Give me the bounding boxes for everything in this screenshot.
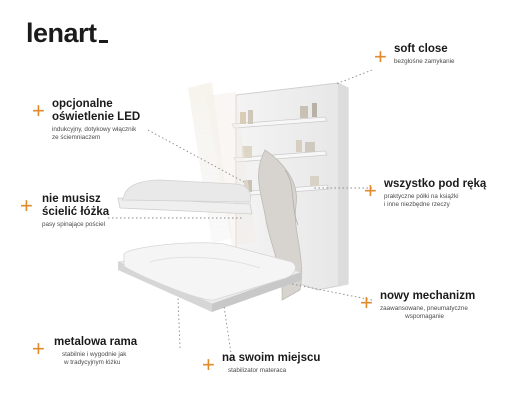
brand-logo: lenart [26,18,108,49]
feature-description-line1: stabilnie i wygodnie jak [62,351,127,358]
feature-description-line1: indukcyjny, dotykowy włącznik [52,126,137,133]
feature-mechanism: + nowy mechanizm zaawansowane, pneumatyc… [360,290,475,321]
plus-icon: + [374,44,387,69]
plus-icon: + [32,98,45,123]
feature-soft-close: + soft close bezgłośne zamykanie [368,43,455,69]
plus-icon: + [20,193,33,218]
plus-icon: + [364,178,377,203]
feature-title: metalowa rama [54,336,138,348]
feature-description-line2: w tradycyjnym łóżku [64,359,121,366]
connector-lines [108,69,373,361]
brand-logo-text: lenart [26,18,97,48]
feature-title: nowy mechanizm [380,290,476,302]
feature-title-line2: ścielić łóżka [42,206,110,218]
feature-title: na swoim miejscu [222,352,321,364]
feature-description-line2: wspomaganie [405,313,445,320]
plus-icon: + [202,352,215,377]
bed-headboard [117,179,253,215]
bed-frame [117,242,304,312]
feature-title-line1: nie musisz [42,193,101,205]
feature-metal-frame: + metalowa rama stabilnie i wygodnie jak… [32,336,137,367]
feature-led-lighting: + opcjonalne oświetlenie LED indukcyjny,… [32,98,140,142]
feature-title-line2: oświetlenie LED [52,111,141,123]
logo-underscore [98,40,108,43]
feature-storage-shelves: + wszystko pod ręką praktyczne półki na … [364,178,486,209]
feature-description: pasy spinające pościel [42,221,106,228]
feature-description-line2: i inne niezbędne rzeczy [384,201,450,208]
feature-description: stabilizator materaca [228,367,287,374]
feature-title-line1: opcjonalne [52,98,113,110]
feature-title: soft close [394,43,448,55]
feature-description-line1: zaawansowane, pneumatyczne [380,305,468,312]
feature-mattress-stabilizer: + na swoim miejscu stabilizator materaca [202,352,321,377]
feature-description-line2: ze ściemniaczem [52,134,101,141]
feature-bedding-straps: + nie musisz ścielić łóżka pasy spinając… [20,193,109,229]
plus-icon: + [360,290,373,315]
feature-description: bezgłośne zamykanie [394,58,455,65]
feature-description-line1: praktyczne półki na książki [384,193,459,200]
plus-icon: + [32,336,45,361]
feature-title: wszystko pod ręką [384,178,487,190]
